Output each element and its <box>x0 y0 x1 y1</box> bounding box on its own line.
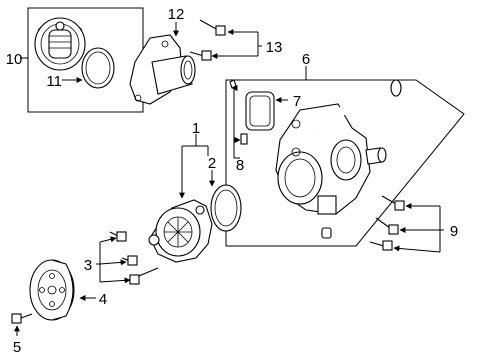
callout-12: 12 <box>168 6 185 23</box>
outlet-body <box>275 79 402 215</box>
water-pump-part <box>148 199 213 263</box>
outlet-bolts <box>369 195 405 251</box>
housing-bolts <box>189 19 226 61</box>
callout-13: 13 <box>266 39 283 56</box>
callout-11: 11 <box>46 73 62 90</box>
thermostat-housing-part <box>129 34 196 105</box>
thermostat-gasket <box>81 47 115 89</box>
outlet-gasket <box>245 91 275 131</box>
callout-3: 3 <box>84 257 92 274</box>
callout-8: 8 <box>236 157 244 174</box>
callout-10: 10 <box>6 51 23 68</box>
leader-lines <box>14 22 444 336</box>
thermostat-inset <box>27 7 144 113</box>
callout-1: 1 <box>192 120 200 137</box>
pump-gasket-part <box>210 184 242 232</box>
callout-9: 9 <box>450 223 458 240</box>
callout-7: 7 <box>293 93 301 110</box>
water-outlet-assembly <box>225 79 465 247</box>
callout-6: 6 <box>302 51 310 68</box>
pulley-bolt <box>11 313 33 324</box>
callout-5: 5 <box>13 339 21 356</box>
callout-4: 4 <box>99 291 107 308</box>
callout-labels: 1 2 3 4 5 6 7 8 9 10 11 12 13 <box>6 6 459 356</box>
outlet-dowel-pins <box>240 133 332 239</box>
thermostat-part <box>34 17 86 71</box>
pump-pulley-part <box>29 259 75 321</box>
callout-2: 2 <box>208 155 216 172</box>
